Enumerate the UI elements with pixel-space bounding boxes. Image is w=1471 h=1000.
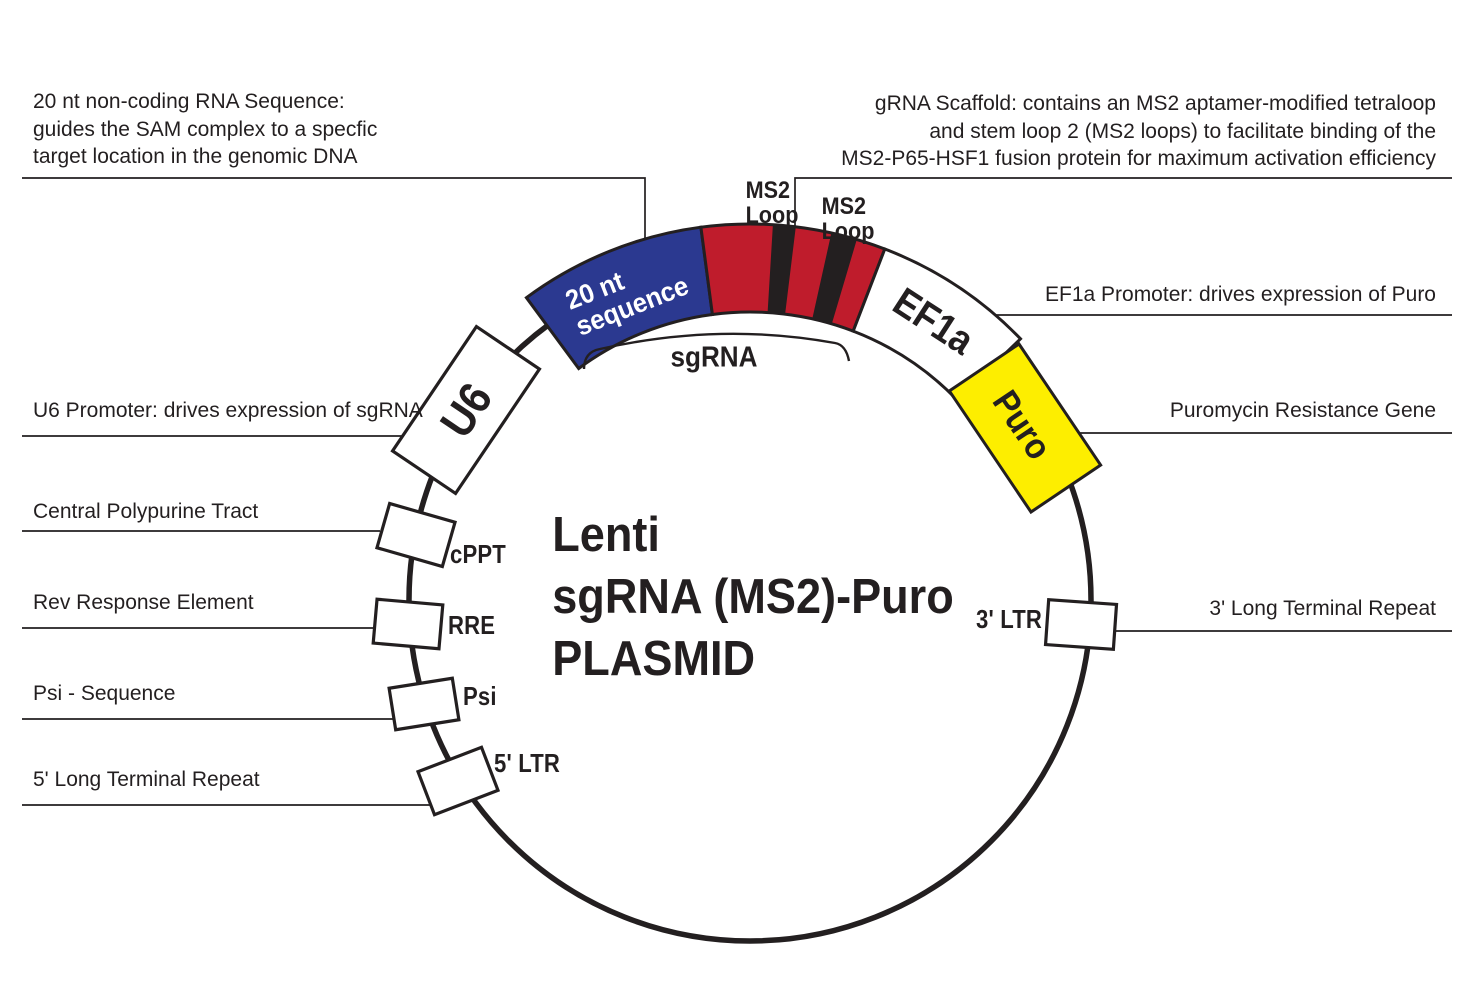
- leader-20nt: [22, 177, 646, 240]
- annotation-3ltr: 3' Long Terminal Repeat: [1209, 597, 1436, 620]
- 3ltr-label: 3' LTR: [976, 604, 1043, 634]
- plasmid-title: Lenti sgRNA (MS2)-Puro PLASMID: [552, 504, 954, 690]
- cppt-box: [374, 501, 458, 569]
- rre-label: RRE: [448, 610, 496, 640]
- ms2-loop-2-line2: Loop: [821, 218, 875, 245]
- annotation-20nt-line3: target location in the genomic DNA: [33, 145, 358, 168]
- annotation-20nt: 20 nt non-coding RNA Sequence: guides th…: [33, 88, 377, 171]
- 5ltr-label: 5' LTR: [494, 748, 561, 778]
- annotation-rre: Rev Response Element: [33, 591, 254, 614]
- plasmid-title-line2: sgRNA (MS2)-Puro: [552, 570, 954, 624]
- psi-label: Psi: [463, 681, 497, 711]
- annotation-u6-promoter: U6 Promoter: drives expression of sgRNA: [33, 399, 423, 422]
- u6-promoter-box: [390, 324, 542, 496]
- annotation-grna-scaffold: gRNA Scaffold: contains an MS2 aptamer-m…: [841, 90, 1436, 173]
- ms2-loop-label-2: MS2 Loop: [822, 194, 875, 244]
- sgrna-label: sgRNA: [670, 341, 758, 374]
- marker-boxes: [371, 324, 1119, 817]
- ms2-loop-label-1: MS2 Loop: [746, 178, 799, 228]
- rre-box: [371, 597, 445, 651]
- leader-grna-scaffold: [794, 177, 1452, 229]
- segment-ms2-loop-2: [812, 232, 857, 324]
- annotation-20nt-line2: guides the SAM complex to a specfic: [33, 117, 378, 141]
- annotation-psi: Psi - Sequence: [33, 682, 176, 705]
- annotation-grna-line2: and stem loop 2 (MS2 loops) to facilitat…: [929, 119, 1436, 143]
- segment-puro-gene-box: [947, 341, 1103, 515]
- annotation-ef1a-promoter: EF1a Promoter: drives expression of Puro: [1044, 283, 1436, 306]
- segment-ef1a-promoter: [851, 247, 1023, 403]
- annotation-puromycin: Puromycin Resistance Gene: [1169, 399, 1436, 422]
- annotation-cppt: Central Polypurine Tract: [33, 500, 259, 523]
- annotation-5ltr: 5' Long Terminal Repeat: [33, 768, 260, 791]
- ms2-loop-2-line1: MS2: [821, 193, 867, 220]
- segment-ms2-loop-1: [767, 224, 796, 315]
- annotation-grna-line1: gRNA Scaffold: contains an MS2 aptamer-m…: [874, 92, 1436, 115]
- ms2-loop-1-line2: Loop: [745, 202, 799, 229]
- plasmid-title-line1: Lenti: [552, 508, 660, 562]
- psi-box: [387, 676, 461, 732]
- ms2-loop-1-line1: MS2: [745, 177, 791, 204]
- annotation-20nt-line1: 20 nt non-coding RNA Sequence:: [33, 90, 345, 113]
- 5ltr-box: [415, 745, 501, 817]
- leader-lines: [22, 177, 1452, 806]
- cppt-label: cPPT: [450, 539, 506, 569]
- annotation-grna-line3: MS2-P65-HSF1 fusion protein for maximum …: [841, 147, 1436, 170]
- 3ltr-box: [1043, 597, 1119, 652]
- sgrna-bracket: [582, 332, 851, 370]
- plasmid-title-line3: PLASMID: [552, 632, 756, 686]
